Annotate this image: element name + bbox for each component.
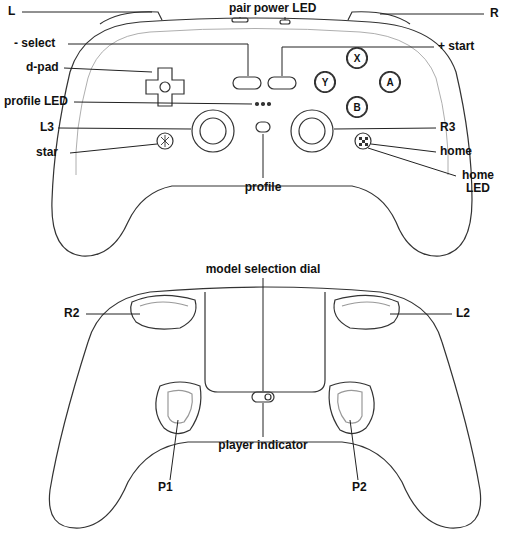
button-label: pair <box>229 2 251 15</box>
button-letter: B <box>346 96 368 118</box>
button-label: home <box>440 145 472 158</box>
part-label: model selection dial <box>206 263 321 276</box>
stick-label: L3 <box>40 121 54 134</box>
button-label: profile <box>245 181 282 194</box>
button-label: + start <box>438 40 474 53</box>
button-letter: X <box>346 47 368 69</box>
paddle-label: P2 <box>352 481 367 494</box>
stick-label: R3 <box>440 121 455 134</box>
button-label: - select <box>14 37 55 50</box>
part-label: d-pad <box>26 61 59 74</box>
led-label: home LED <box>456 169 500 195</box>
face-button: A <box>379 71 401 93</box>
led-label: player indicator <box>218 439 307 452</box>
face-button: B <box>346 96 368 118</box>
button-label: star <box>36 146 58 159</box>
shoulder-label: R <box>490 7 499 20</box>
button-letter: Y <box>314 71 336 93</box>
button-letter: A <box>379 71 401 93</box>
face-button: X <box>346 47 368 69</box>
paddle-label: P1 <box>158 481 173 494</box>
trigger-label: L2 <box>456 307 470 320</box>
face-button: Y <box>314 71 336 93</box>
shoulder-label: L <box>8 5 15 18</box>
trigger-label: R2 <box>64 307 79 320</box>
led-label: profile LED <box>4 95 68 108</box>
led-label: power LED <box>254 2 317 15</box>
